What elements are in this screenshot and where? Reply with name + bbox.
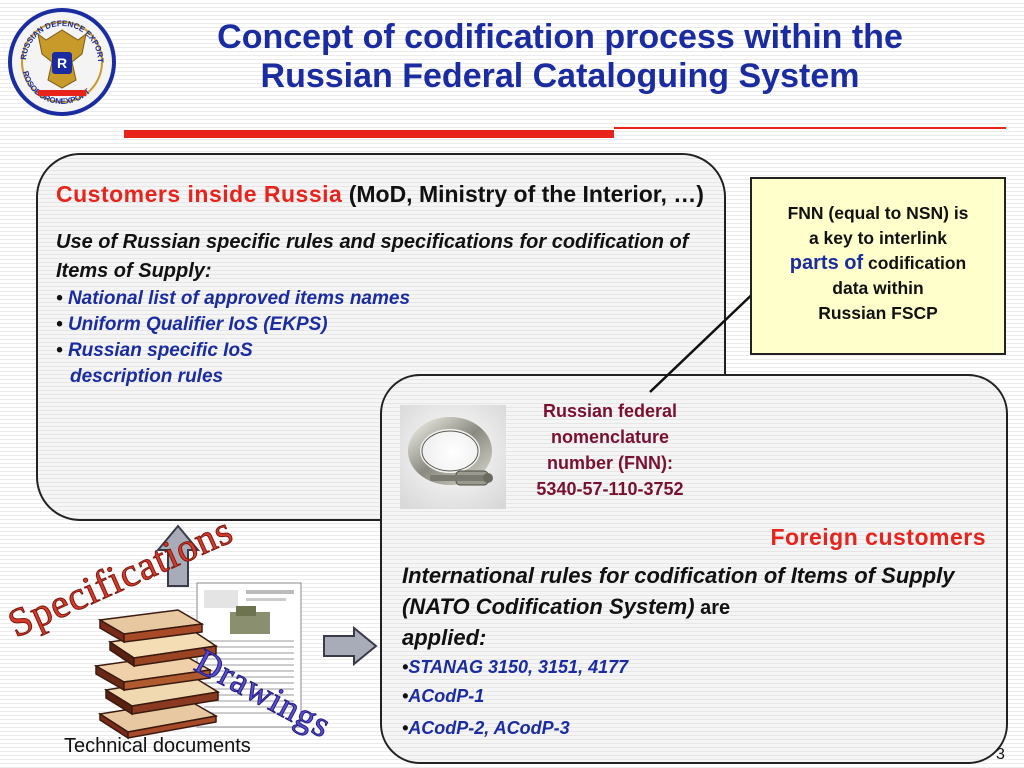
fnn-line-2: nomenclature — [550, 427, 670, 447]
fnn-line-1: Russian federal — [542, 401, 678, 421]
title-underline-thick — [124, 130, 614, 138]
fnn-callout-box: FNN (equal to NSN) is a key to interlink… — [750, 177, 1006, 355]
russia-bullet-1: • National list of approved items names — [56, 288, 411, 309]
rosoboronexport-logo: RUSSIAN DEFENCE EXPORT ROSOBORONEXPORT R — [8, 4, 116, 122]
foreign-bullet-2: •ACodP-1 — [402, 686, 485, 706]
russia-heading-red: Customers inside Russia — [56, 181, 343, 207]
russia-bullet-3: • Russian specific IoS — [56, 340, 253, 361]
foreign-content: International rules for codification of … — [402, 560, 1002, 743]
russia-content: Customers inside Russia (MoD, Ministry o… — [56, 178, 716, 390]
clamp-photo — [400, 405, 506, 509]
technical-documents-label: Technical documents — [64, 735, 251, 757]
foreign-bullet-1: •STANAG 3150, 3151, 4177 — [402, 657, 629, 677]
callout-line-3: parts of codification — [789, 252, 967, 274]
callout-line-2: a key to interlink — [808, 228, 948, 248]
up-arrow-icon — [156, 524, 200, 587]
fnn-number: 5340-57-110-3752 — [536, 479, 684, 499]
fnn-line-3: number (FNN): — [547, 453, 673, 473]
fnn-label: Russian federal nomenclature number (FNN… — [512, 398, 708, 502]
russia-bullet-3-cont: description rules — [70, 366, 224, 387]
callout-line-1: FNN (equal to NSN) is — [787, 203, 969, 223]
callout-line-4: data within — [832, 278, 924, 298]
russia-rules-text: Use of Russian specific rules and specif… — [56, 231, 689, 282]
foreign-rules-applied: applied: — [402, 625, 487, 650]
callout-line-5: Russian FSCP — [818, 303, 938, 323]
books-stack-icon — [92, 604, 224, 740]
russia-heading-rest: (MoD, Ministry of the Interior, …) — [342, 181, 704, 207]
foreign-bullet-3: •ACodP-2, ACodP-3 — [402, 718, 570, 738]
title-line-1: Concept of codification process within t… — [217, 18, 903, 56]
foreign-heading: Foreign customers — [770, 524, 986, 550]
right-arrow-icon — [323, 626, 378, 666]
page-number: 3 — [996, 746, 1005, 763]
russia-heading: Customers inside Russia (MoD, Ministry o… — [56, 178, 716, 210]
title-line-2: Russian Federal Cataloguing System — [260, 57, 860, 95]
foreign-rules: International rules for codification of … — [402, 563, 955, 619]
russia-bullet-2: • Uniform Qualifier IoS (EKPS) — [56, 314, 328, 335]
svg-text:R: R — [57, 55, 67, 71]
page-title: Concept of codification process within t… — [130, 18, 990, 96]
title-underline-thin — [614, 127, 1006, 129]
